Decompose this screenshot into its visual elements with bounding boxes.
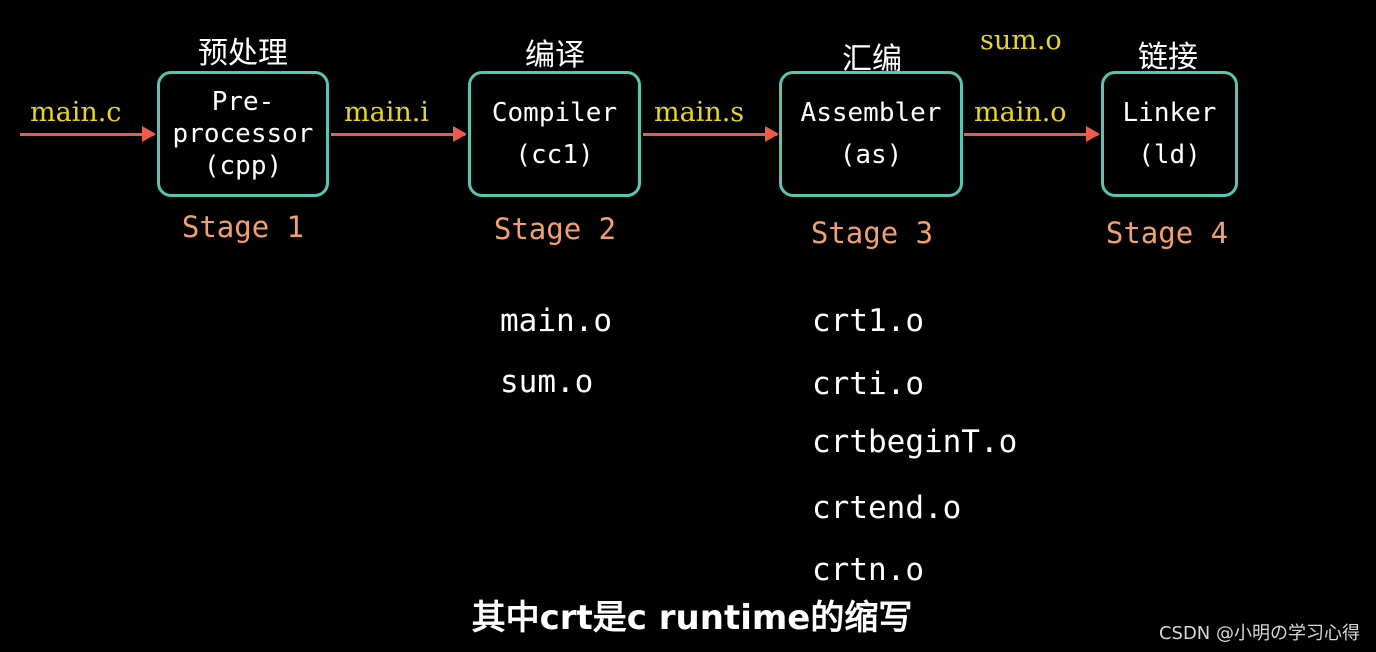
assembler-line-1: Assembler xyxy=(800,98,942,128)
object-file-sum-o: sum.o xyxy=(500,364,594,400)
compiler-line-1: Compiler xyxy=(491,98,618,128)
stage4-label: Stage 4 xyxy=(1105,216,1229,250)
stage1-cn-title: 预处理 xyxy=(198,36,288,71)
file-label-main-c: main.c xyxy=(30,97,122,128)
assembler-line-2: (as) xyxy=(839,140,903,170)
file-label-main-s: main.s xyxy=(654,97,745,128)
file-label-main-i: main.i xyxy=(344,97,429,128)
linker-line-1: Linker xyxy=(1122,98,1217,128)
stage3-label: Stage 3 xyxy=(810,216,934,250)
preprocessor-line-1: Pre- xyxy=(211,87,275,117)
file-label-main-o: main.o xyxy=(974,97,1067,128)
object-file-crtend: crtend.o xyxy=(812,490,962,526)
subtitle-caption: 其中crt是c runtime的缩写 xyxy=(471,598,913,638)
object-file-crt1: crt1.o xyxy=(812,303,924,339)
file-label-sum-o: sum.o xyxy=(980,25,1062,56)
preprocessor-line-2: processor xyxy=(172,119,314,149)
assembler-box: Assembler (as) xyxy=(779,71,963,197)
linker-line-2: (ld) xyxy=(1138,140,1201,170)
watermark: CSDN @小明の学习心得 xyxy=(1158,623,1360,644)
stage4-cn-title: 链接 xyxy=(1138,40,1198,75)
arrow-cpp-to-cc1 xyxy=(331,126,467,142)
compiler-box: Compiler (cc1) xyxy=(468,71,641,197)
compiler-line-2: (cc1) xyxy=(515,140,594,170)
preprocessor-line-3: (cpp) xyxy=(203,151,283,181)
preprocessor-box: Pre- processor (cpp) xyxy=(157,71,329,197)
linker-box: Linker (ld) xyxy=(1101,71,1238,197)
arrow-as-to-ld xyxy=(964,126,1100,142)
arrow-input xyxy=(20,126,156,142)
object-file-main-o: main.o xyxy=(500,303,612,339)
stage1-label: Stage 1 xyxy=(181,210,305,244)
object-file-crtn: crtn.o xyxy=(812,552,924,588)
arrow-cc1-to-as xyxy=(643,126,779,142)
stage2-label: Stage 2 xyxy=(493,212,617,246)
stage2-cn-title: 编译 xyxy=(525,38,585,73)
object-file-crtbegint: crtbeginT.o xyxy=(812,424,1018,460)
object-file-crti: crti.o xyxy=(812,366,924,402)
